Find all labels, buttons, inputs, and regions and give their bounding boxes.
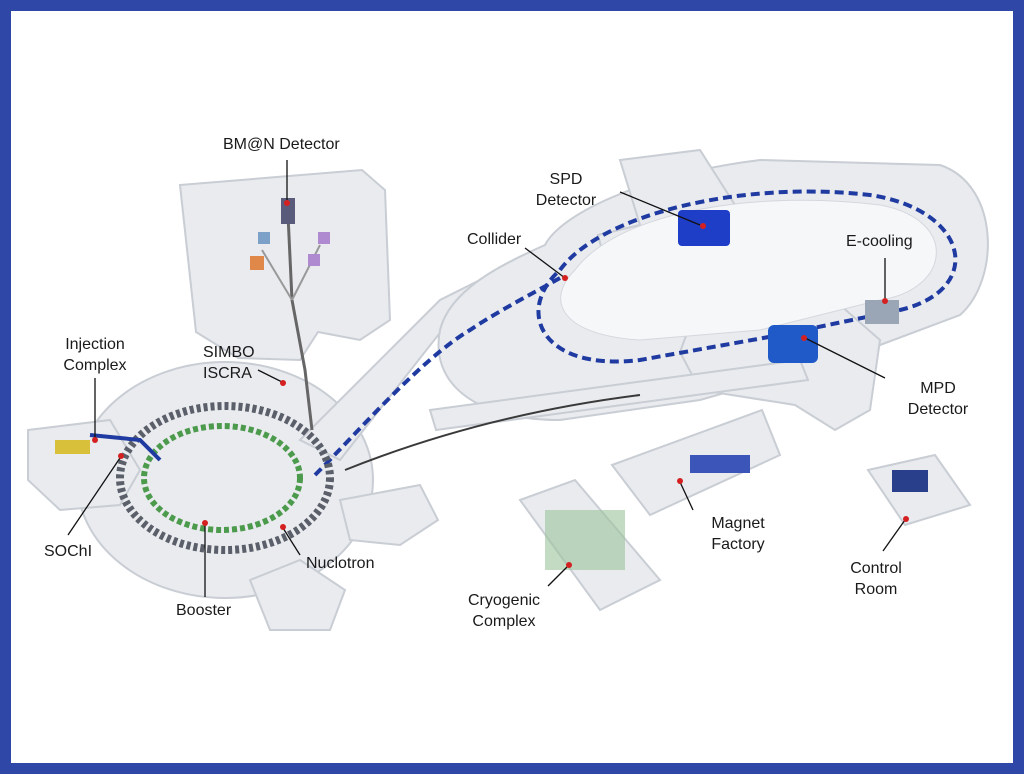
magnet-factory-equipment — [690, 455, 750, 473]
bmn-branch-left — [261, 249, 293, 301]
bmn-box-1 — [258, 232, 270, 244]
transfer-line — [313, 276, 561, 477]
marker-booster — [202, 520, 208, 526]
booster-annex — [248, 558, 347, 631]
nuclotron-annex — [338, 483, 440, 547]
mpd-detector-block — [768, 325, 818, 363]
bmn-box-4 — [308, 254, 320, 266]
collider-inner-floor — [560, 199, 937, 341]
marker-mpd — [801, 335, 807, 341]
marker-simbo — [280, 380, 286, 386]
nuclotron-ring — [116, 402, 334, 554]
label-spd-detector: SPD Detector — [535, 171, 597, 209]
label-magnet-factory: Magnet Factory — [711, 515, 765, 553]
bmn-box-2 — [250, 256, 264, 270]
label-nuclotron: Nuclotron — [306, 555, 375, 572]
beamlines — [89, 189, 958, 554]
marker-sochi — [118, 453, 124, 459]
marker-ecooling — [882, 298, 888, 304]
ecooling-unit — [865, 300, 899, 324]
bmn-hall — [178, 168, 392, 362]
bmn-box-3 — [318, 232, 330, 244]
marker-control — [903, 516, 909, 522]
marker-collider — [562, 275, 568, 281]
label-cryogenic-complex: Cryogenic Complex — [467, 592, 541, 630]
collider-ring — [536, 189, 958, 364]
label-e-cooling: E-cooling — [846, 233, 913, 250]
booster-ring — [141, 423, 303, 533]
marker-cryogenic — [566, 562, 572, 568]
location-markers — [92, 200, 909, 568]
label-control-room: Control Room — [850, 560, 902, 598]
label-mpd-detector: MPD Detector — [907, 380, 969, 418]
label-bmn-detector: BM@N Detector — [223, 136, 340, 153]
marker-bmn — [284, 200, 290, 206]
injection-line — [89, 433, 162, 462]
south-corridor — [428, 358, 810, 432]
label-simbo-iscra: SIMBO ISCRA — [203, 344, 255, 382]
control-room-desks — [892, 470, 928, 492]
label-injection-complex: Injection Complex — [63, 336, 127, 374]
label-booster: Booster — [176, 602, 232, 619]
marker-spd — [700, 223, 706, 229]
leader-lines — [67, 160, 906, 597]
marker-magnet — [677, 478, 683, 484]
label-sochi: SOChI — [44, 543, 93, 560]
label-collider: Collider — [467, 231, 522, 248]
injection-linac — [55, 440, 90, 454]
cryo-equipment — [545, 510, 625, 570]
marker-injection — [92, 437, 98, 443]
bmn-beamline — [286, 214, 314, 431]
transfer-line-2 — [344, 394, 641, 471]
marker-nuclotron — [280, 524, 286, 530]
